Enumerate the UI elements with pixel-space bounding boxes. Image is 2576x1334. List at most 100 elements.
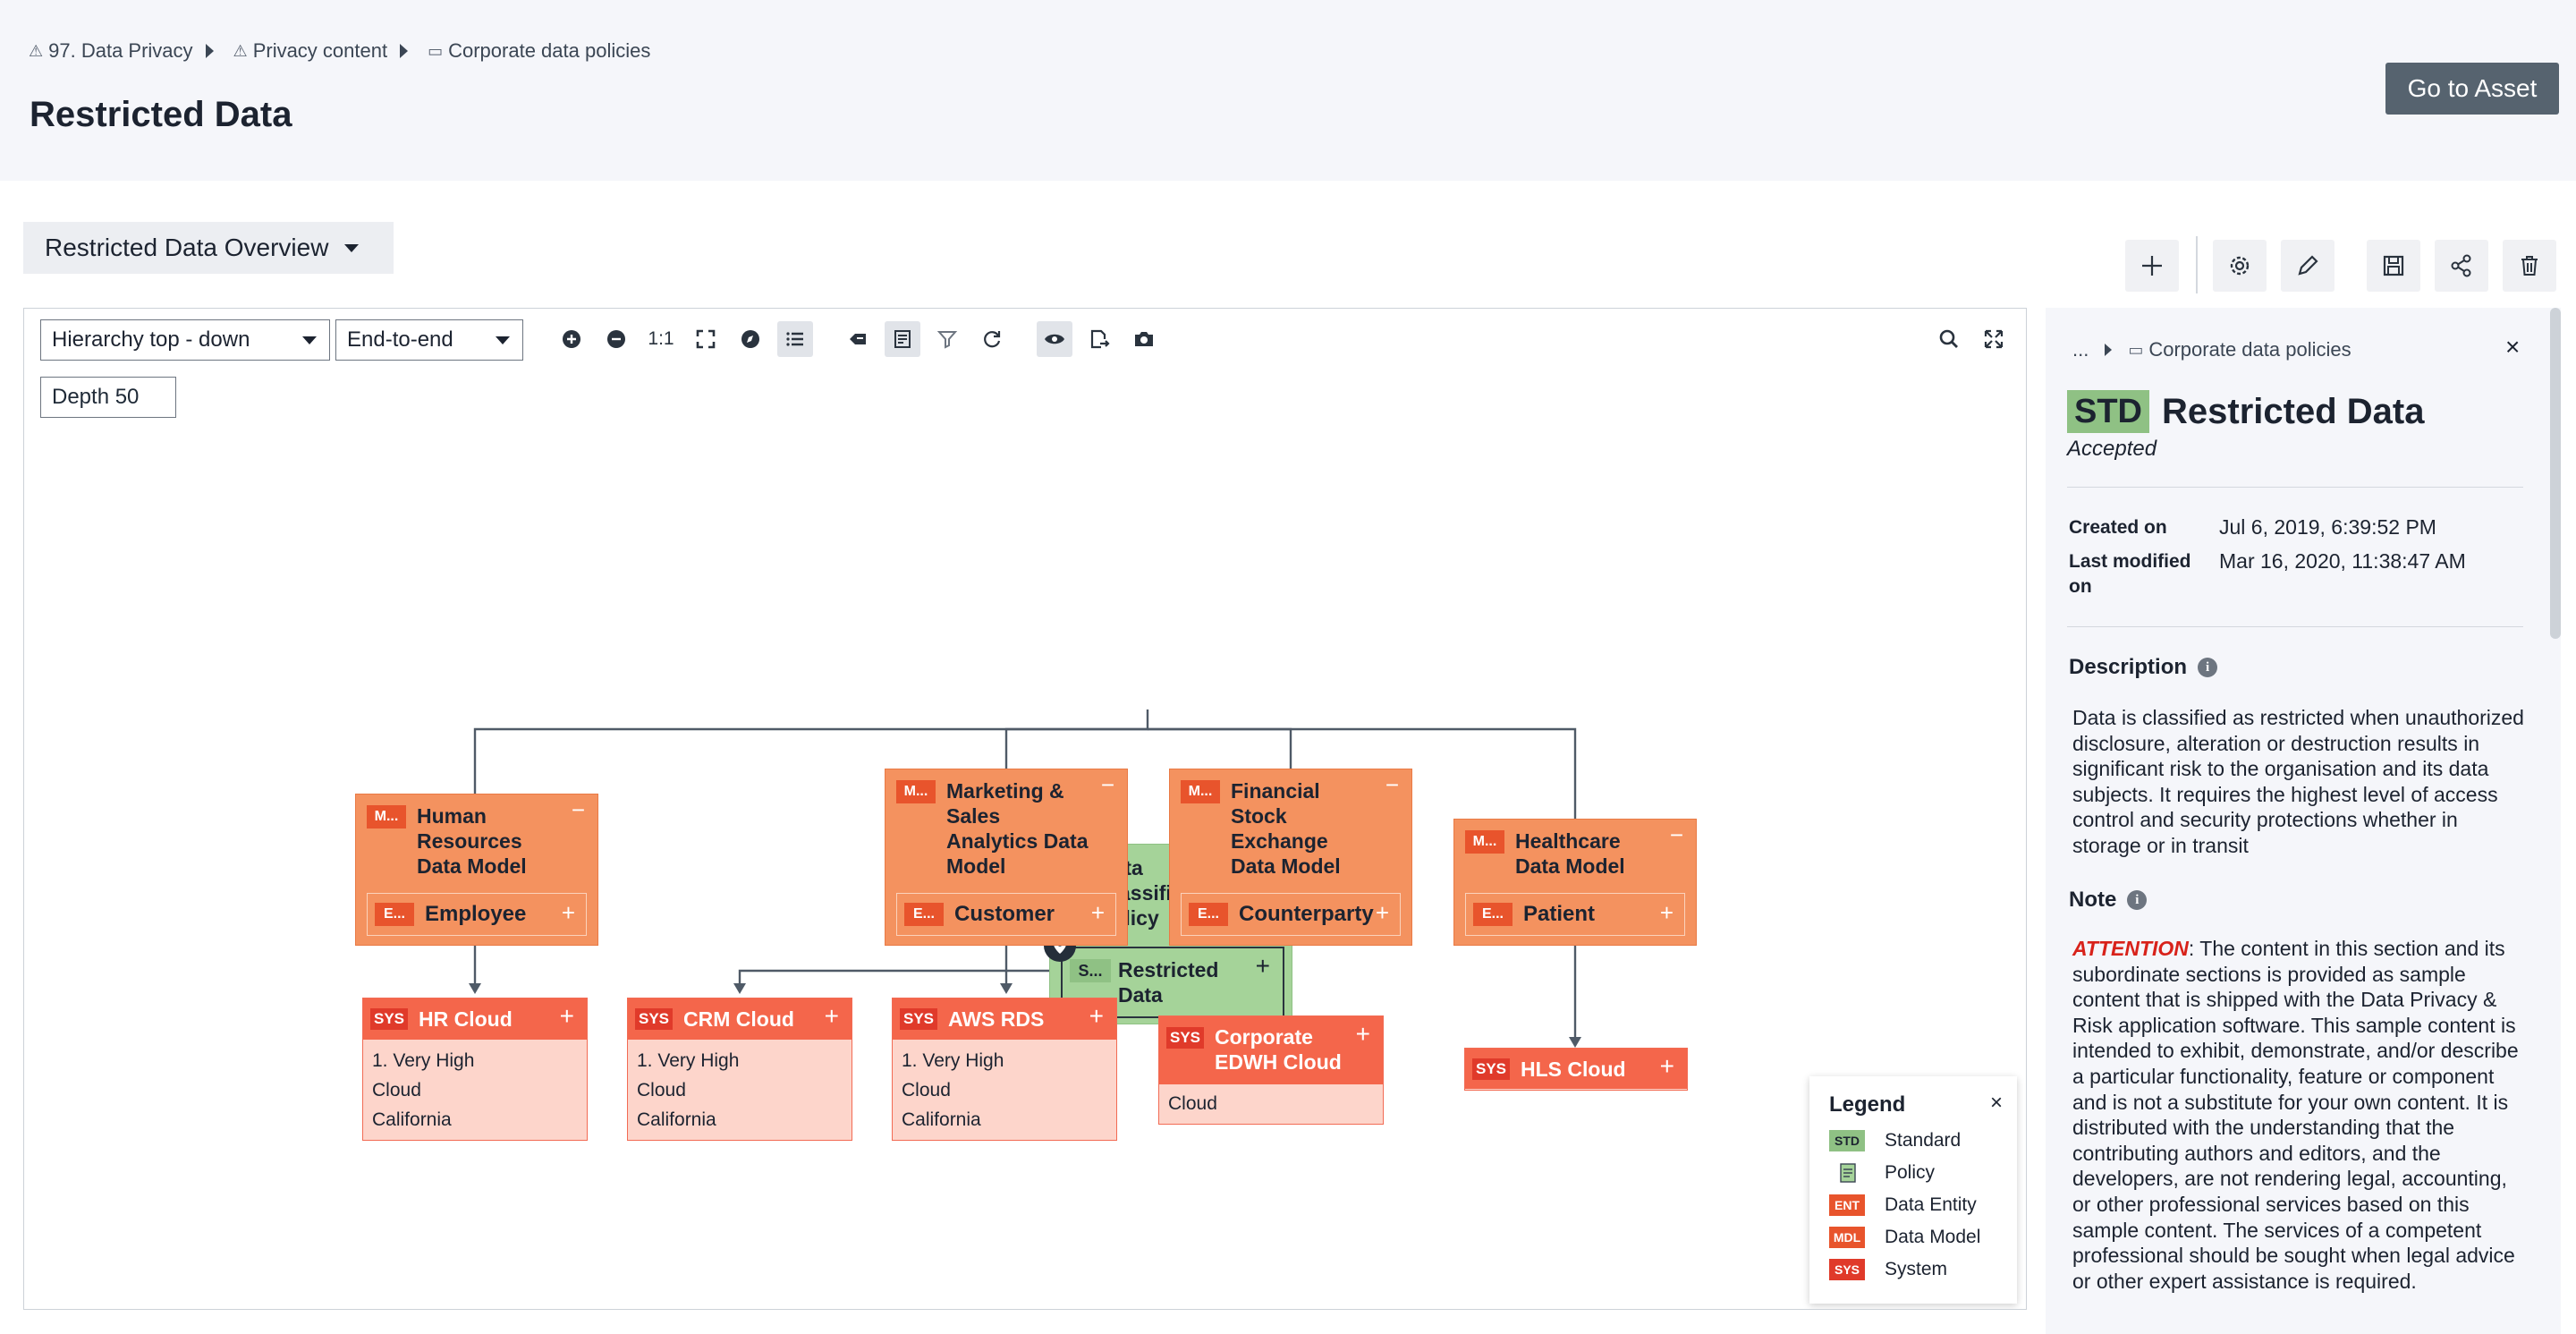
legend-item-data-model: MDL Data Model bbox=[1829, 1225, 1980, 1250]
model-node-human-resources[interactable]: M... Human Resources Data Model − E... E… bbox=[355, 794, 598, 946]
note-text: ATTENTION: The content in this section a… bbox=[2072, 937, 2519, 1293]
actual-size-button[interactable]: 1:1 bbox=[648, 328, 674, 349]
settings-button[interactable] bbox=[2213, 240, 2267, 292]
breadcrumb-item-privacy-content[interactable]: ⚠ Privacy content bbox=[233, 39, 388, 62]
close-panel-icon[interactable]: × bbox=[2505, 333, 2521, 361]
system-node-crm-cloud[interactable]: SYS CRM Cloud + 1. Very High Cloud Calif… bbox=[627, 998, 852, 1141]
zoom-out-icon bbox=[607, 330, 625, 348]
entity-node-patient[interactable]: E... Patient + bbox=[1465, 893, 1685, 936]
caret-down-icon bbox=[302, 336, 317, 344]
refresh-icon bbox=[984, 331, 1001, 348]
expand-icon[interactable]: + bbox=[559, 1002, 574, 1030]
system-node-aws-rds[interactable]: SYS AWS RDS + 1. Very High Cloud Califor… bbox=[892, 998, 1117, 1141]
breadcrumb-separator-icon bbox=[205, 44, 214, 58]
list-view-button[interactable] bbox=[777, 321, 813, 357]
info-icon[interactable]: i bbox=[2198, 658, 2218, 677]
document-icon bbox=[894, 330, 911, 348]
legend-item-policy: Policy bbox=[1829, 1160, 1935, 1185]
divider bbox=[2067, 487, 2523, 488]
community-icon: ⚠ bbox=[29, 41, 44, 60]
collapse-icon[interactable]: − bbox=[1385, 771, 1399, 798]
layout-select[interactable]: Hierarchy top - down bbox=[40, 319, 330, 361]
entity-badge: E... bbox=[1473, 903, 1513, 926]
filter-button[interactable] bbox=[929, 321, 965, 357]
gear-icon bbox=[2230, 256, 2250, 276]
panel-breadcrumb: ... ▭ Corporate data policies bbox=[2072, 338, 2351, 361]
edit-button[interactable] bbox=[2281, 240, 2334, 292]
label-toggle-button[interactable] bbox=[840, 321, 876, 357]
model-node-financial-stock-exchange[interactable]: M... Financial Stock Exchange Data Model… bbox=[1169, 769, 1412, 946]
expand-icon[interactable]: + bbox=[1659, 899, 1674, 926]
save-button[interactable] bbox=[2367, 240, 2420, 292]
export-button[interactable] bbox=[1081, 321, 1117, 357]
add-button[interactable] bbox=[2125, 240, 2179, 292]
description-heading: Description i bbox=[2069, 655, 2218, 680]
model-badge: M... bbox=[1465, 830, 1504, 854]
breadcrumb-ellipsis[interactable]: ... bbox=[2072, 338, 2089, 361]
system-badge: SYS bbox=[370, 1008, 408, 1030]
breadcrumb-item-data-privacy[interactable]: ⚠ 97. Data Privacy bbox=[29, 39, 193, 62]
note-heading: Note i bbox=[2069, 888, 2148, 913]
archive-icon: ▭ bbox=[2128, 340, 2144, 359]
zoom-out-button[interactable] bbox=[598, 321, 634, 357]
depth-input[interactable]: Depth 50 bbox=[40, 377, 176, 418]
expand-icon[interactable]: + bbox=[1255, 952, 1270, 980]
search-button[interactable] bbox=[1931, 321, 1967, 357]
view-selector-dropdown[interactable]: Restricted Data Overview bbox=[23, 222, 394, 274]
info-icon[interactable]: i bbox=[2127, 890, 2148, 910]
fit-screen-icon bbox=[696, 329, 716, 349]
navigate-button[interactable] bbox=[733, 321, 768, 357]
panel-title: STD Restricted Data bbox=[2067, 390, 2424, 433]
screenshot-button[interactable] bbox=[1126, 321, 1162, 357]
mode-select[interactable]: End-to-end bbox=[335, 319, 523, 361]
zoom-in-button[interactable] bbox=[554, 321, 589, 357]
legend-item-standard: STD Standard bbox=[1829, 1128, 1961, 1153]
system-badge: SYS bbox=[900, 1008, 937, 1030]
export-icon bbox=[1090, 329, 1110, 349]
expand-icon[interactable]: + bbox=[1375, 899, 1389, 926]
entity-node-customer[interactable]: E... Customer + bbox=[896, 893, 1116, 936]
panel-scrollbar[interactable] bbox=[2550, 308, 2561, 639]
expand-icon[interactable]: + bbox=[1089, 1002, 1104, 1030]
visibility-toggle-button[interactable] bbox=[1037, 321, 1072, 357]
legend-item-system: SYS System bbox=[1829, 1257, 1947, 1282]
last-modified-label: Last modified on bbox=[2069, 551, 2191, 597]
diagram-canvas[interactable]: Hierarchy top - down End-to-end Depth 50… bbox=[23, 308, 2027, 1310]
list-icon bbox=[786, 332, 803, 346]
system-node-hr-cloud[interactable]: SYS HR Cloud + 1. Very High Cloud Califo… bbox=[362, 998, 588, 1141]
system-node-corporate-edwh-cloud[interactable]: SYS Corporate EDWH Cloud + Cloud bbox=[1158, 1015, 1384, 1125]
last-modified-value: Mar 16, 2020, 11:38:47 AM bbox=[2219, 549, 2466, 573]
expand-icon[interactable]: + bbox=[1090, 899, 1105, 926]
go-to-asset-button[interactable]: Go to Asset bbox=[2385, 63, 2559, 115]
system-node-hls-cloud[interactable]: SYS HLS Cloud + bbox=[1464, 1048, 1688, 1091]
collapse-icon[interactable]: − bbox=[571, 796, 585, 823]
model-node-marketing-sales[interactable]: M... Marketing & Sales Analytics Data Mo… bbox=[885, 769, 1128, 946]
plus-icon bbox=[2142, 256, 2162, 276]
share-button[interactable] bbox=[2435, 240, 2488, 292]
created-on-label: Created on bbox=[2069, 517, 2167, 538]
fit-screen-button[interactable] bbox=[688, 321, 724, 357]
expand-icon[interactable]: + bbox=[1659, 1052, 1674, 1080]
refresh-button[interactable] bbox=[974, 321, 1010, 357]
breadcrumb-item-corporate-data-policies[interactable]: ▭ Corporate data policies bbox=[428, 39, 651, 62]
legend-panel: Legend × STD Standard Policy ENT Data En… bbox=[1809, 1076, 2017, 1304]
collapse-icon[interactable]: − bbox=[1100, 771, 1114, 798]
breadcrumb-separator-icon bbox=[400, 44, 409, 58]
expand-icon[interactable]: + bbox=[561, 899, 575, 926]
legend-close-icon[interactable]: × bbox=[1989, 1091, 2003, 1115]
details-toggle-button[interactable] bbox=[885, 321, 920, 357]
expand-icon[interactable]: + bbox=[824, 1002, 839, 1030]
caret-down-icon bbox=[344, 243, 360, 252]
model-badge: M... bbox=[1181, 780, 1220, 803]
entity-node-counterparty[interactable]: E... Counterparty + bbox=[1181, 893, 1401, 936]
domain-icon: ⚠ bbox=[233, 41, 248, 60]
delete-button[interactable] bbox=[2503, 240, 2556, 292]
expand-icon[interactable]: + bbox=[1355, 1020, 1370, 1048]
legend-item-data-entity: ENT Data Entity bbox=[1829, 1193, 1977, 1218]
system-badge: SYS bbox=[635, 1008, 673, 1030]
panel-breadcrumb-link[interactable]: Corporate data policies bbox=[2148, 338, 2351, 361]
fullscreen-button[interactable] bbox=[1976, 321, 2012, 357]
collapse-icon[interactable]: − bbox=[1669, 821, 1683, 848]
entity-node-employee[interactable]: E... Employee + bbox=[367, 893, 587, 936]
model-node-healthcare[interactable]: M... Healthcare Data Model − E... Patien… bbox=[1453, 819, 1697, 946]
